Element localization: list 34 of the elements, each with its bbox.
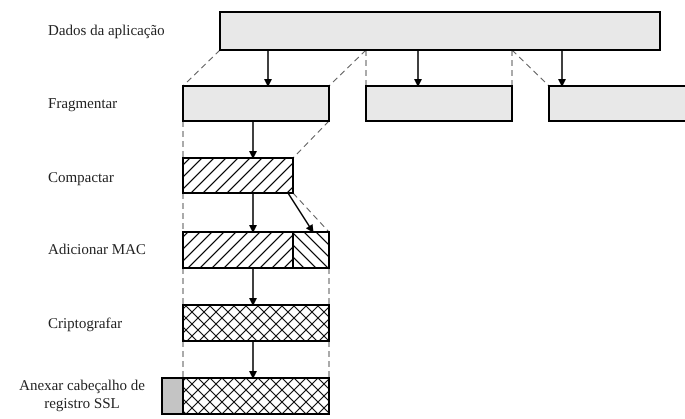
row-label: Anexar cabeçalho de registro SSL	[18, 377, 146, 413]
row-label: Compactar	[48, 169, 115, 187]
arrow	[414, 50, 422, 87]
arrow	[249, 341, 257, 379]
data-block	[548, 85, 685, 122]
arrow	[264, 50, 272, 87]
hatched-block	[292, 231, 330, 269]
cross-hatched-block	[182, 304, 330, 342]
dashed-line	[512, 50, 550, 86]
data-block	[182, 85, 330, 122]
dashed-line	[328, 50, 366, 86]
row-label: Dados da aplicação	[48, 22, 166, 40]
dashed-line	[182, 340, 184, 378]
row-label: Adicionar MAC	[48, 241, 147, 259]
dashed-line	[182, 268, 184, 306]
arrow	[558, 50, 566, 87]
arrow	[249, 268, 257, 306]
dashed-line	[182, 120, 184, 158]
arrow	[287, 192, 314, 233]
dashed-line	[328, 268, 330, 306]
dashed-line	[328, 340, 330, 378]
data-block	[219, 11, 661, 51]
arrow	[249, 121, 257, 159]
row-label: Criptografar	[48, 315, 124, 333]
dashed-line	[182, 50, 220, 86]
row-label: Fragmentar	[48, 95, 118, 113]
header-block	[161, 377, 184, 415]
hatched-block	[182, 157, 294, 194]
cross-hatched-block	[182, 377, 330, 415]
arrow	[249, 193, 257, 233]
hatched-block	[182, 231, 294, 269]
dashed-line	[292, 192, 330, 232]
data-block	[365, 85, 513, 122]
dashed-line	[292, 120, 330, 158]
